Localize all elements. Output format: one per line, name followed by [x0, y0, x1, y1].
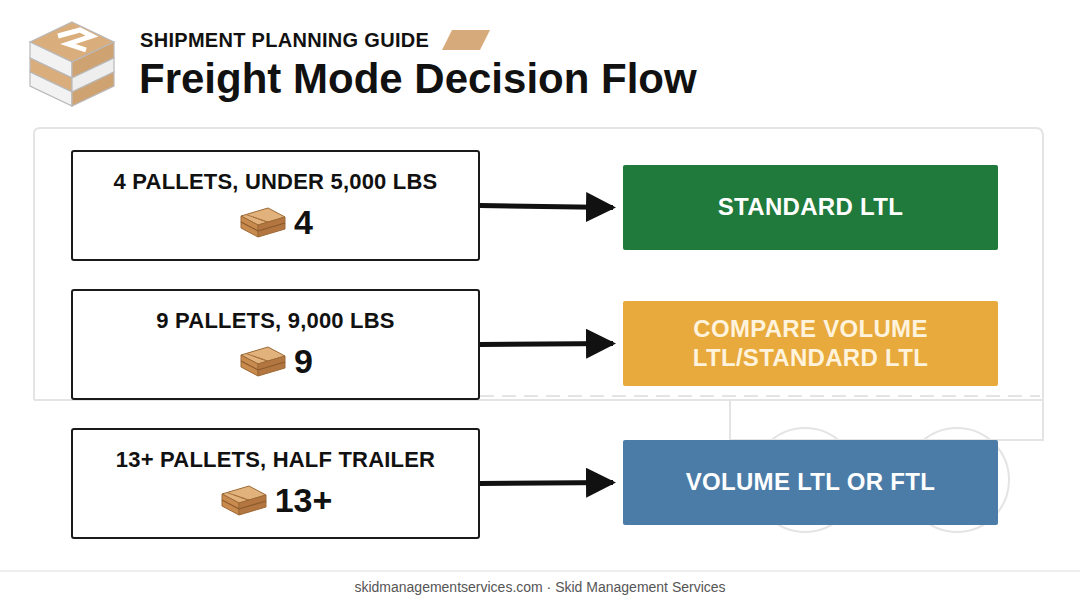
pallet-count: 13+ — [275, 481, 333, 520]
pallet-count: 9 — [294, 342, 313, 381]
condition-box: 13+ PALLETS, HALF TRAILER 13+ — [71, 428, 480, 539]
pallet-icon — [219, 482, 269, 520]
pallet-side — [258, 217, 285, 237]
pallet-gap — [241, 361, 258, 370]
mode-text: STANDARD LTL — [718, 193, 903, 222]
mode-text: COMPARE VOLUME LTL/STANDARD LTL — [657, 315, 964, 373]
trailer-chassis — [730, 400, 1043, 440]
condition-box: 9 PALLETS, 9,000 LBS 9 — [71, 289, 480, 400]
trailer-body — [34, 128, 1043, 400]
logo-layer — [30, 72, 72, 106]
pallet-count-row: 9 — [238, 342, 313, 381]
flow-arrow — [480, 483, 613, 484]
pallet-gap — [241, 222, 258, 231]
pallet-front — [222, 494, 239, 515]
logo-s-mark — [58, 30, 92, 50]
condition-text: 4 PALLETS, UNDER 5,000 LBS — [114, 169, 438, 195]
pallet-gap — [239, 501, 266, 509]
pallet-gap — [222, 500, 239, 509]
flow-arrow — [480, 344, 613, 345]
mode-box: STANDARD LTL — [623, 165, 998, 250]
pallet-icon — [238, 343, 288, 381]
diagram-title: Freight Mode Decision Flow — [139, 55, 697, 103]
mode-text: VOLUME LTL OR FTL — [686, 468, 936, 497]
pallet-front — [241, 216, 258, 237]
footer-rule — [0, 571, 1080, 572]
pallet-icon — [238, 204, 288, 242]
condition-box: 4 PALLETS, UNDER 5,000 LBS 4 — [71, 150, 480, 261]
mode-text-group: STANDARD LTL — [718, 193, 903, 222]
condition-text: 13+ PALLETS, HALF TRAILER — [116, 447, 435, 473]
trailer-outline — [34, 128, 1043, 532]
mode-box: VOLUME LTL OR FTL — [623, 440, 998, 525]
logo-icon — [30, 22, 114, 106]
flow-arrow — [480, 206, 613, 208]
mode-box: COMPARE VOLUME LTL/STANDARD LTL — [623, 301, 998, 386]
pallet-gap — [258, 362, 285, 370]
pallet-count-row: 4 — [238, 203, 313, 242]
subtitle-label: SHIPMENT PLANNING GUIDE — [140, 29, 429, 52]
pallet-side — [239, 495, 266, 515]
mode-text-group: COMPARE VOLUME LTL/STANDARD LTL — [657, 315, 964, 373]
mode-text-group: VOLUME LTL OR FTL — [686, 468, 936, 497]
accent-parallelogram — [442, 30, 490, 50]
pallet-side — [258, 356, 285, 376]
pallet-count-row: 13+ — [219, 481, 333, 520]
footer-caption: skidmanagementservices.com · Skid Manage… — [0, 579, 1080, 595]
pallet-count: 4 — [294, 203, 313, 242]
trailer-trim — [480, 395, 1040, 397]
pallet-gap — [258, 223, 285, 231]
logo-layer — [72, 72, 114, 106]
condition-text: 9 PALLETS, 9,000 LBS — [156, 308, 394, 334]
pallet-front — [241, 355, 258, 376]
